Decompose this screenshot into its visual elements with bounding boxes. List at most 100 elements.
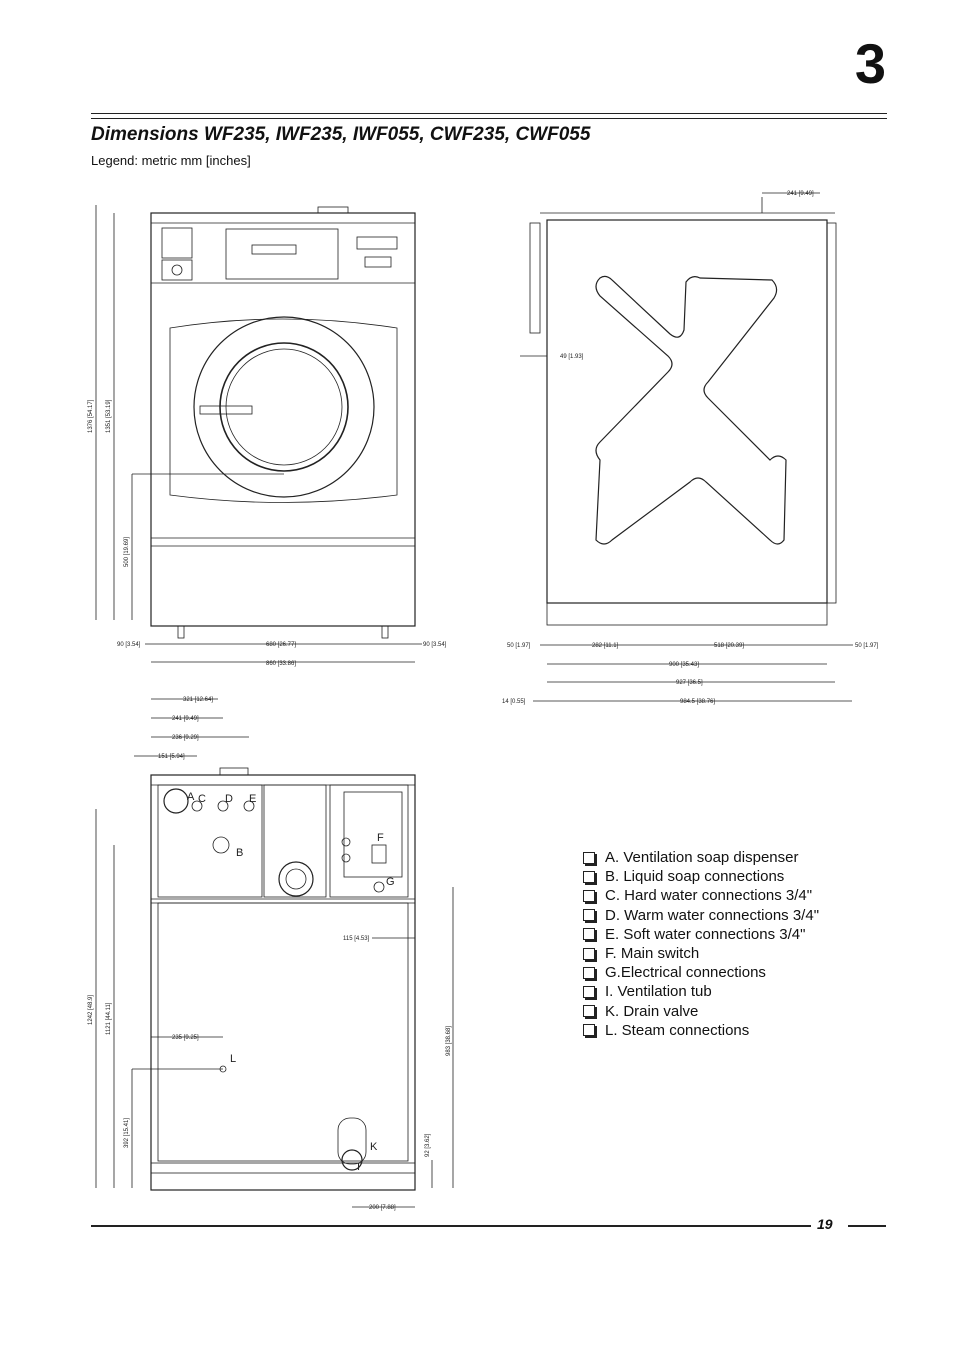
label-l: L <box>230 1053 236 1065</box>
dim-text-90-right: 90 [3.54] <box>423 642 447 648</box>
label-i: I <box>357 1161 360 1173</box>
electrical-box <box>343 791 403 878</box>
label-k: K <box>370 1141 378 1153</box>
side-panel-x-emboss <box>595 275 787 545</box>
front-cabinet-outline <box>150 212 416 627</box>
label-b: B <box>236 847 243 859</box>
key-item-label: A. Ventilation soap dispenser <box>605 849 799 867</box>
dim-text-236: 236 [9.29] <box>172 735 199 741</box>
drain-valve <box>341 1149 363 1171</box>
ventilation-tub-pipe <box>337 1117 367 1165</box>
label-c: C <box>198 793 206 805</box>
checkbox-icon <box>583 928 595 941</box>
electrical-gland-1 <box>341 837 351 847</box>
key-item: F. Main switch <box>583 944 819 963</box>
dim-text-1121: 1121 [44.11] <box>106 1002 112 1035</box>
door-glass <box>225 348 343 466</box>
warm-water-inlet <box>217 800 229 812</box>
control-panel <box>225 228 339 280</box>
dim-text-500: 500 [19.69] <box>124 537 130 567</box>
front-foot-right <box>381 625 389 639</box>
key-item-label: E. Soft water connections 3/4" <box>605 925 806 943</box>
front-view <box>95 205 422 663</box>
rear-lower-panel <box>157 902 409 1162</box>
legend-note: Legend: metric mm [inches] <box>91 153 251 168</box>
dim-text-518: 518 [20.39] <box>714 643 744 649</box>
display-window <box>251 244 297 255</box>
coin-slot-panel <box>161 227 193 259</box>
rear-electrical-panel <box>329 784 409 898</box>
connection-key-list: A. Ventilation soap dispenser B. Liquid … <box>583 848 819 1040</box>
dim-text-321: 321 [12.64] <box>183 697 213 703</box>
dim-text-241-rear: 241 [9.49] <box>172 716 199 722</box>
checkbox-icon <box>583 947 595 960</box>
vent-fan-grille-inner <box>285 868 307 890</box>
rear-connection-panel <box>157 784 263 898</box>
main-switch <box>371 844 387 864</box>
dim-text-49: 49 [1.93] <box>560 354 584 360</box>
dim-text-241-side: 241 [9.49] <box>787 191 814 197</box>
key-item: E. Soft water connections 3/4" <box>583 925 819 944</box>
coin-return-panel <box>161 259 193 281</box>
dim-text-1242: 1242 [48.9] <box>88 995 94 1025</box>
dim-text-392: 392 [15.41] <box>124 1118 130 1148</box>
label-a: A <box>187 791 195 803</box>
key-item: D. Warm water connections 3/4" <box>583 906 819 925</box>
door-ring-outer <box>193 316 375 498</box>
key-item: G.Electrical connections <box>583 963 819 982</box>
checkbox-icon <box>583 985 595 998</box>
key-item-label: K. Drain valve <box>605 1002 699 1020</box>
rear-top-lid <box>219 767 249 776</box>
label-f: F <box>377 832 384 844</box>
dim-text-14: 14 [0.55] <box>502 699 526 705</box>
header-rule <box>91 113 887 114</box>
side-base <box>546 602 828 626</box>
rear-view <box>95 698 454 1208</box>
key-item: C. Hard water connections 3/4" <box>583 886 819 905</box>
dim-text-92: 92 [3.62] <box>425 1133 431 1157</box>
dim-text-680: 680 [26.77] <box>266 642 296 648</box>
dim-text-235: 235 [9.25] <box>172 1035 199 1041</box>
label-e: E <box>249 793 256 805</box>
side-rear-panel <box>826 222 837 604</box>
rear-vent-panel <box>263 784 327 898</box>
rear-cabinet-outline <box>150 774 416 1191</box>
side-cabinet-outline <box>546 219 828 604</box>
rear-base <box>150 1162 416 1174</box>
checkbox-icon <box>583 1024 595 1037</box>
key-item-label: C. Hard water connections 3/4" <box>605 887 813 905</box>
checkbox-icon <box>583 1005 595 1018</box>
dim-text-50-front: 50 [1.97] <box>507 643 531 649</box>
door-handle <box>199 405 253 415</box>
key-item-label: B. Liquid soap connections <box>605 868 785 886</box>
dim-text-927: 927 [36.5] <box>676 680 703 686</box>
checkbox-icon <box>583 966 595 979</box>
dimension-labels: 1376 [54.17] 1351 [53.19] 500 [19.69] 90… <box>88 191 879 1211</box>
dim-text-200: 200 [7.88] <box>369 1205 396 1211</box>
key-item: I. Ventilation tub <box>583 982 819 1001</box>
liquid-soap-connections <box>212 836 230 854</box>
door-frame <box>169 318 398 503</box>
label-g: G <box>386 876 395 888</box>
coin-return-knob <box>171 264 183 276</box>
electrical-gland-2 <box>341 853 351 863</box>
key-item: B. Liquid soap connections <box>583 867 819 886</box>
label-plate <box>356 236 398 250</box>
page-number: 19 <box>817 1216 833 1232</box>
footer-rule <box>91 1225 811 1227</box>
side-front-panel <box>529 222 541 334</box>
key-item-label: L. Steam connections <box>605 1021 750 1039</box>
page-title: Dimensions WF235, IWF235, IWF055, CWF235… <box>91 124 591 145</box>
key-item-label: G.Electrical connections <box>605 964 766 982</box>
key-item-label: F. Main switch <box>605 945 700 963</box>
dim-text-151: 151 [5.94] <box>158 754 185 760</box>
dim-text-115: 115 [4.53] <box>343 936 370 942</box>
key-item: L. Steam connections <box>583 1021 819 1040</box>
soft-water-inlet <box>243 800 255 812</box>
key-item-label: I. Ventilation tub <box>605 983 712 1001</box>
key-item: A. Ventilation soap dispenser <box>583 848 819 867</box>
door-ring-inner <box>219 342 349 472</box>
dim-text-984: 984.5 [38.76] <box>680 699 715 705</box>
dim-text-282: 282 [11.1] <box>592 643 619 649</box>
